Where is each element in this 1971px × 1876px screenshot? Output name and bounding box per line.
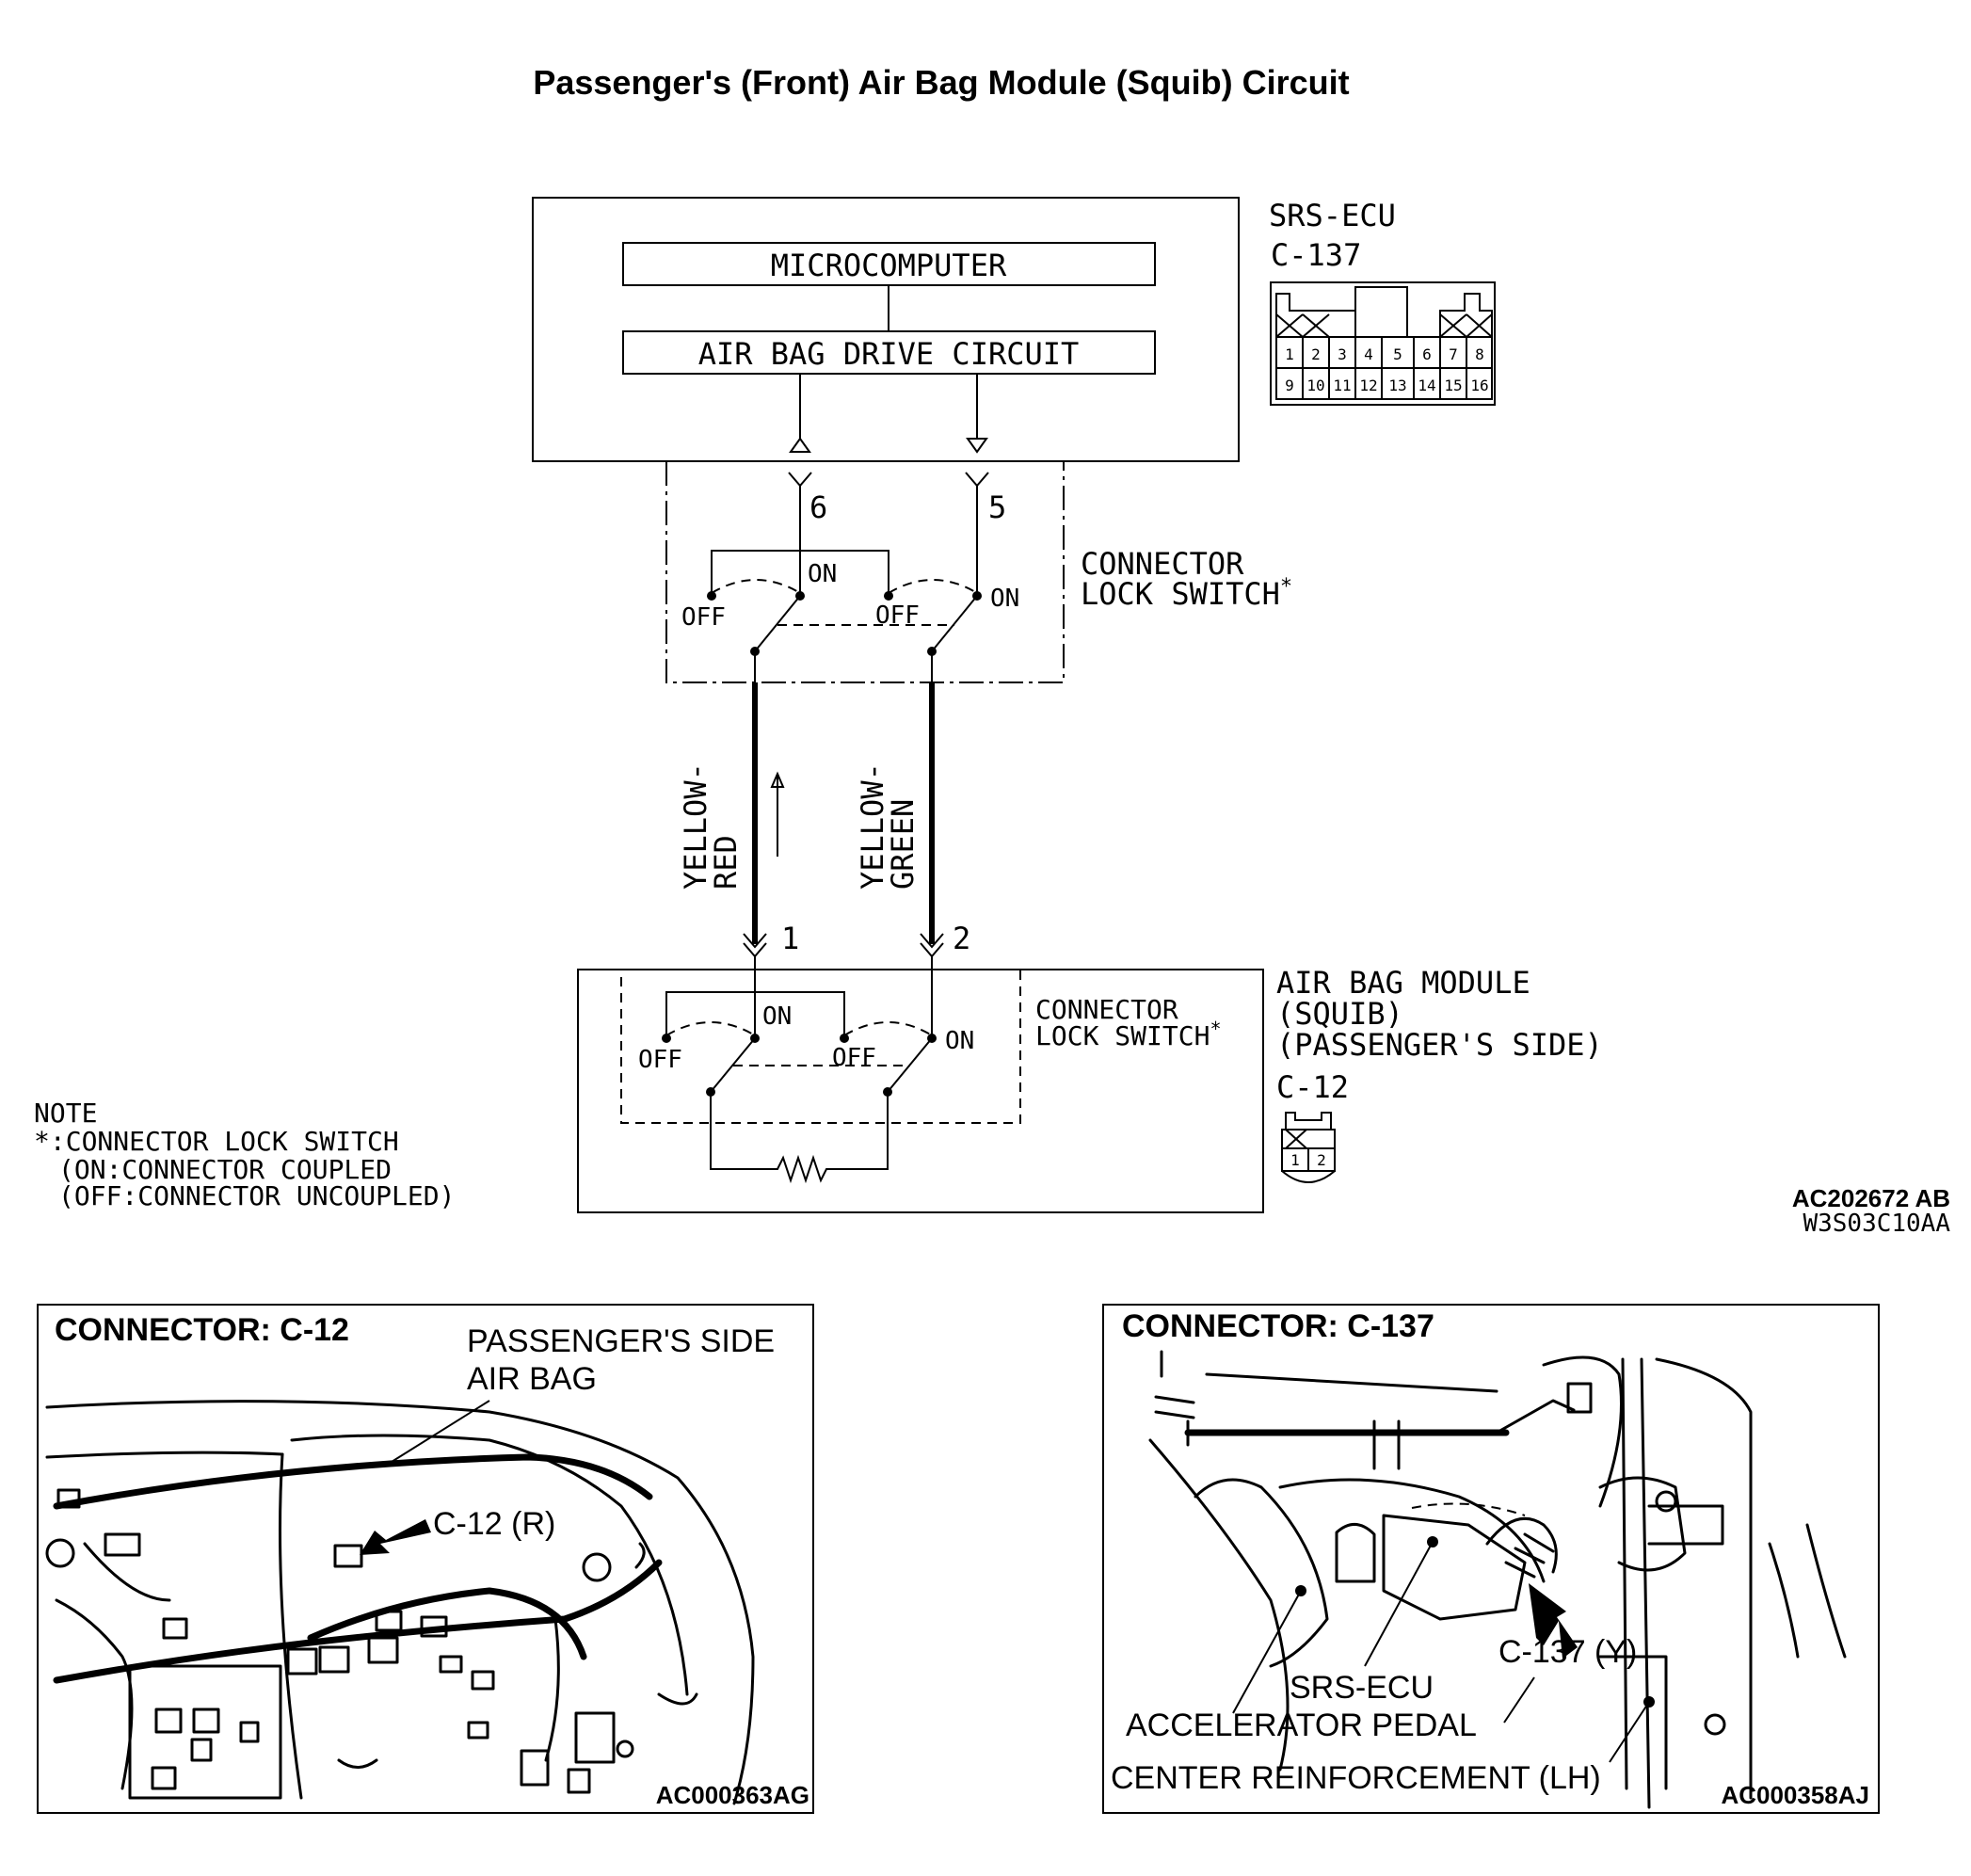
pin-12: 12 bbox=[1359, 377, 1377, 394]
diagram-title: Passenger's (Front) Air Bag Module (Squi… bbox=[533, 63, 1349, 102]
module-name-line3: (PASSENGER'S SIDE) bbox=[1276, 1027, 1603, 1063]
upper-on-label-2: ON bbox=[990, 585, 1019, 613]
dashboard-illustration bbox=[45, 1400, 755, 1805]
ecu-connector-face: 1 2 3 4 5 6 7 8 9 10 11 12 13 14 15 16 bbox=[1270, 281, 1496, 406]
c137-pointer-arrow bbox=[1529, 1583, 1578, 1659]
c137-label-ecu: SRS-ECU bbox=[1290, 1670, 1434, 1706]
upper-lock-mark: * bbox=[1280, 575, 1292, 599]
ecu-leader-line bbox=[1364, 1541, 1434, 1667]
pedal-leader-line bbox=[1232, 1590, 1302, 1714]
module-lock-mark: * bbox=[1210, 1018, 1221, 1040]
pin-9: 9 bbox=[1285, 377, 1294, 394]
diagram-subcode: W3S03C10AA bbox=[1803, 1210, 1950, 1238]
c137-label-pedal: ACCELERATOR PEDAL bbox=[1126, 1708, 1477, 1743]
c12-panel-label-2: AIR BAG bbox=[467, 1361, 597, 1397]
module-pin-2: 2 bbox=[953, 921, 970, 956]
pin-4: 4 bbox=[1364, 345, 1373, 363]
note-line-2: (ON:CONNECTOR COUPLED bbox=[58, 1154, 392, 1185]
c12-panel-label-1: PASSENGER'S SIDE bbox=[467, 1323, 775, 1359]
pin-7: 7 bbox=[1449, 345, 1458, 363]
wire-1-color-line2: RED bbox=[708, 835, 744, 890]
c12-pointer-arrow bbox=[360, 1519, 431, 1555]
pin-8: 8 bbox=[1475, 345, 1484, 363]
harness-wires: YELLOW- RED YELLOW- GREEN 1 2 bbox=[678, 651, 970, 1038]
drive-circuit-label: AIR BAG DRIVE CIRCUIT bbox=[698, 336, 1080, 372]
note-line-1: *:CONNECTOR LOCK SWITCH bbox=[34, 1126, 399, 1157]
wire-1-color-line1: YELLOW- bbox=[678, 762, 713, 890]
wire-2-color-line2: GREEN bbox=[885, 799, 921, 890]
note-heading: NOTE bbox=[34, 1098, 97, 1129]
note-block: NOTE *:CONNECTOR LOCK SWITCH (ON:CONNECT… bbox=[34, 1098, 455, 1211]
upper-lock-label-1: CONNECTOR bbox=[1081, 546, 1244, 582]
wire-2-color-line1: YELLOW- bbox=[855, 762, 890, 890]
module-off-label-1: OFF bbox=[638, 1046, 682, 1074]
reinforcement-leader-line bbox=[1609, 1701, 1650, 1763]
module-pin-1: 1 bbox=[781, 921, 799, 956]
connector-c12-panel: CONNECTOR: C-12 PASSENGER'S SIDE AIR BAG… bbox=[37, 1304, 814, 1814]
module-connector-face: 1 2 bbox=[1281, 1112, 1336, 1183]
pin-16: 16 bbox=[1470, 377, 1488, 394]
upper-off-label-2: OFF bbox=[875, 601, 920, 630]
c137-leader-line bbox=[1503, 1676, 1535, 1724]
c12-pin-1: 1 bbox=[1290, 1151, 1300, 1169]
pin-1: 1 bbox=[1285, 345, 1294, 363]
upper-lock-label-2: LOCK SWITCH* bbox=[1081, 575, 1292, 612]
connector-c137-panel: CONNECTOR: C-137 bbox=[1102, 1304, 1880, 1814]
ecu-pin-5: 5 bbox=[988, 489, 1006, 525]
upper-lock-switch: 6 5 ON OFF OFF ON CONNECTOR LOCK SWITCH* bbox=[665, 461, 1292, 683]
module-on-label-1: ON bbox=[762, 1002, 792, 1031]
air-bag-module-box: ON OFF OFF ON CONNECTOR LOCK SWITCH* bbox=[577, 969, 1264, 1213]
module-lock-text: LOCK SWITCH bbox=[1035, 1020, 1210, 1051]
pin-10: 10 bbox=[1306, 377, 1324, 394]
c137-panel-heading: CONNECTOR: C-137 bbox=[1122, 1308, 1434, 1344]
upper-lock-text: LOCK SWITCH bbox=[1081, 576, 1280, 612]
module-connector-id: C-12 bbox=[1276, 1069, 1349, 1105]
under-dash-illustration bbox=[1148, 1350, 1847, 1809]
c12-callout: C-12 (R) bbox=[433, 1506, 555, 1542]
microcomputer-label: MICROCOMPUTER bbox=[771, 248, 1007, 283]
drive-circuit-block bbox=[622, 330, 1156, 375]
pin-11: 11 bbox=[1333, 377, 1351, 394]
module-lock-label-2: LOCK SWITCH* bbox=[1035, 1018, 1221, 1051]
module-on-label-2: ON bbox=[945, 1027, 974, 1055]
module-lock-label-1: CONNECTOR bbox=[1035, 994, 1178, 1025]
diagram-code: AC202672 AB bbox=[1792, 1184, 1950, 1212]
pin-2: 2 bbox=[1311, 345, 1321, 363]
c137-label-reinforcement: CENTER REINFORCEMENT (LH) bbox=[1111, 1760, 1601, 1796]
pin-15: 15 bbox=[1444, 377, 1462, 394]
pin-13: 13 bbox=[1388, 377, 1406, 394]
ecu-connector-id: C-137 bbox=[1271, 237, 1361, 273]
upper-off-label-1: OFF bbox=[681, 603, 726, 632]
pin-14: 14 bbox=[1418, 377, 1435, 394]
ecu-name: SRS-ECU bbox=[1269, 198, 1396, 233]
module-name-line1: AIR BAG MODULE bbox=[1276, 965, 1530, 1001]
ecu-pin-6: 6 bbox=[809, 489, 827, 525]
pin-5: 5 bbox=[1393, 345, 1402, 363]
c137-callout: C-137 (Y) bbox=[1498, 1634, 1637, 1670]
pin-6: 6 bbox=[1422, 345, 1432, 363]
module-off-label-2: OFF bbox=[832, 1044, 876, 1072]
note-line-3: (OFF:CONNECTOR UNCOUPLED) bbox=[58, 1180, 455, 1211]
c12-panel-heading: CONNECTOR: C-12 bbox=[55, 1312, 349, 1348]
srs-ecu-box: MICROCOMPUTER AIR BAG DRIVE CIRCUIT bbox=[532, 197, 1240, 462]
module-name-line2: (SQUIB) bbox=[1276, 996, 1403, 1032]
upper-on-label-1: ON bbox=[808, 560, 837, 588]
c12-panel-code: AC000363AG bbox=[656, 1781, 809, 1809]
c12-pin-2: 2 bbox=[1317, 1151, 1326, 1169]
c137-panel-code: AC000358AJ bbox=[1721, 1781, 1869, 1809]
pin-3: 3 bbox=[1338, 345, 1347, 363]
